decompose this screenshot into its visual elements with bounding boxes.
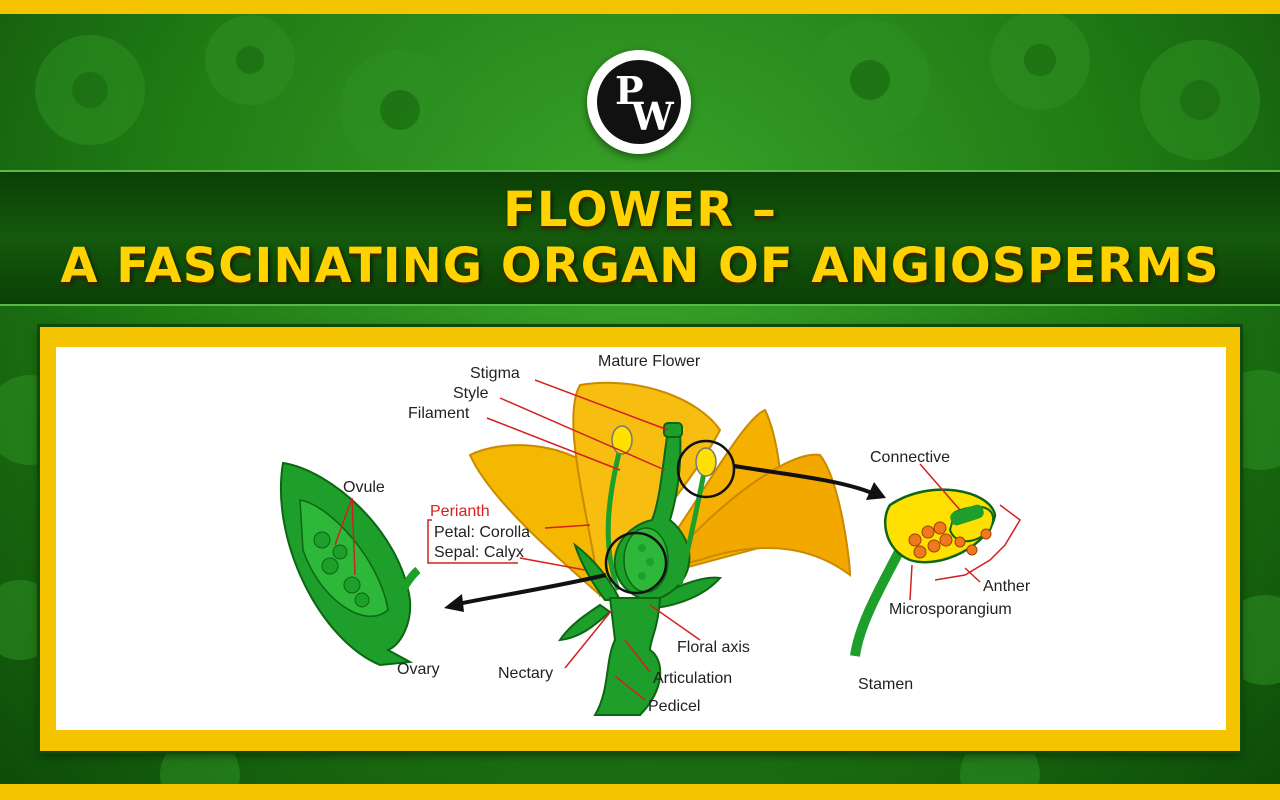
label-filament: Filament — [408, 405, 470, 422]
pistil — [613, 422, 691, 599]
bottom-stripe — [0, 784, 1280, 800]
label-microsporangium: Microsporangium — [889, 601, 1012, 618]
ovary-detail — [279, 461, 421, 667]
label-nectary: Nectary — [498, 665, 553, 682]
leader-lines — [334, 379, 1021, 701]
label-pedicel: Pedicel — [648, 698, 700, 715]
ovary-highlight-circle — [604, 531, 668, 595]
pw-logo: P W — [587, 50, 691, 154]
flower-stamens — [605, 425, 717, 591]
pedicel-shape — [593, 597, 662, 716]
label-anther: Anther — [983, 578, 1031, 595]
label-style: Style — [453, 385, 489, 402]
label-connective: Connective — [870, 449, 950, 466]
logo-letter-p: P — [615, 68, 644, 113]
perianth-bracket — [427, 519, 518, 564]
stamen-detail — [850, 488, 997, 657]
stamen-highlight-circle — [676, 439, 736, 499]
top-stripe — [0, 0, 1280, 14]
logo-letter-w: W — [631, 94, 674, 139]
label-floral-axis: Floral axis — [677, 639, 750, 656]
label-articulation: Articulation — [653, 670, 732, 687]
label-perianth: Perianth — [430, 503, 490, 520]
arrow-to-ovary — [444, 573, 607, 612]
label-mature-flower: Mature Flower — [598, 353, 701, 370]
label-ovule: Ovule — [343, 479, 385, 496]
title-band — [0, 170, 1280, 306]
label-petal: Petal: Corolla — [434, 524, 530, 541]
title-line-2: A FASCINATING ORGAN OF ANGIOSPERMS — [60, 238, 1220, 294]
label-stamen: Stamen — [858, 676, 913, 693]
label-ovary: Ovary — [397, 661, 440, 678]
label-sepal: Sepal: Calyx — [434, 544, 524, 561]
sepals — [557, 542, 722, 642]
arrow-to-stamen — [733, 464, 886, 500]
label-stigma: Stigma — [470, 365, 520, 382]
title-line-1: FLOWER – — [503, 182, 777, 238]
